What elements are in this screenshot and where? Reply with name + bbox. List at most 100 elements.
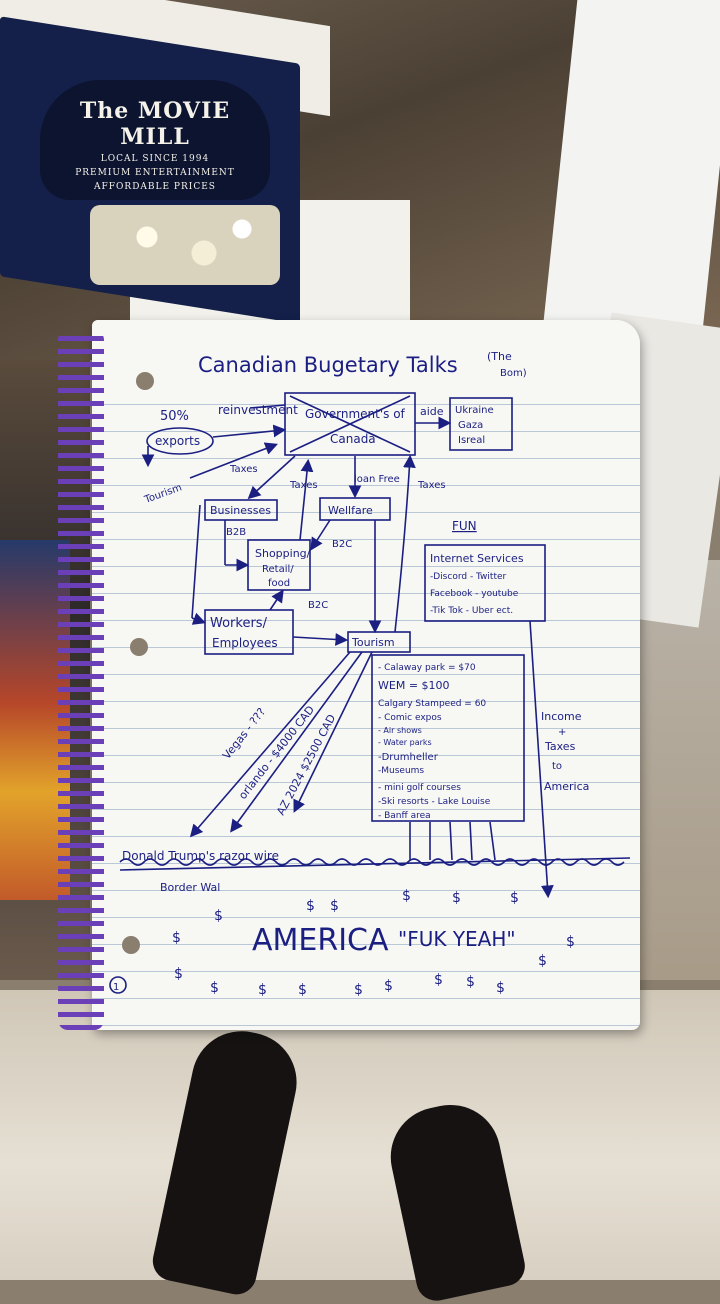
attraction-4: - Comic expos: [378, 713, 442, 723]
attraction-2: WEM = $100: [378, 679, 450, 692]
dollar-sign: $: [306, 898, 315, 914]
internet-line-2: -Discord - Twitter: [430, 572, 507, 582]
dollar-sign: $: [384, 978, 393, 994]
taxes-label-2: Taxes: [289, 480, 318, 491]
title-note-2: Bom): [500, 368, 527, 379]
cross-out-line: [289, 395, 411, 453]
border-line: [119, 857, 631, 871]
dollar-sign: $: [174, 966, 183, 982]
government-box: [284, 392, 416, 456]
page-number-circle: [109, 976, 127, 994]
attraction-9: - mini golf courses: [378, 783, 461, 793]
attraction-8: -Museums: [378, 766, 424, 776]
exports-label: exports: [155, 434, 200, 448]
income-label-3: Taxes: [544, 740, 576, 753]
floor: [0, 990, 720, 1280]
dollar-sign: $: [510, 890, 519, 906]
dollar-sign: $: [210, 980, 219, 996]
business-worker-arrow: [191, 612, 207, 625]
workers-label: Workers/: [210, 616, 268, 631]
punch-hole: [136, 372, 154, 390]
reinvestment-line: [249, 404, 286, 409]
government-label: Government's of: [305, 407, 406, 421]
notebook-header-margin: [92, 320, 640, 380]
money-line: [489, 821, 496, 861]
dollar-sign: $: [402, 888, 411, 904]
businesses-label: Businesses: [210, 504, 271, 517]
border-wall-label: Border Wal: [160, 881, 220, 894]
dollar-sign: $: [354, 982, 363, 998]
exports-circle: [146, 427, 214, 455]
exports-arrow: [212, 424, 287, 438]
workers-box: [204, 609, 294, 655]
welfare-to-shop-arrow: [310, 519, 331, 551]
income-label-4: to: [552, 761, 562, 772]
vegas-arrow: [189, 651, 351, 838]
dollar-sign: $: [214, 908, 223, 924]
dollar-sign: $: [496, 980, 505, 996]
gov-to-business-arrow: [247, 455, 296, 500]
punch-hole: [122, 936, 140, 954]
attractions-box: [371, 654, 525, 822]
business-worker-line: [191, 504, 201, 619]
taxes-label-3: Taxes: [417, 480, 446, 491]
gaza-label: Gaza: [458, 420, 483, 431]
taxes-label-1: Taxes: [229, 464, 258, 475]
b2c-label-2: B2C: [308, 600, 328, 611]
b2b-label: B2B: [226, 527, 246, 538]
attraction-7: -Drumheller: [378, 752, 439, 763]
income-label-1: Income: [541, 710, 582, 723]
canada-label: Canada: [330, 432, 376, 446]
orlando-arrow: [230, 651, 363, 833]
shopping-label: Shopping/: [255, 547, 311, 560]
tourism-in-arrow: [189, 442, 278, 479]
income-label-2: +: [558, 727, 566, 738]
retail-label: Retail/: [262, 564, 294, 575]
attraction-5: - Air shows: [378, 726, 422, 735]
page-number: 1: [113, 982, 119, 993]
dollar-sign: $: [298, 982, 307, 998]
dollar-sign: $: [452, 890, 461, 906]
money-line: [449, 821, 453, 861]
tourism-taxes-arrow: [394, 454, 416, 633]
diagram-title: Canadian Bugetary Talks: [198, 353, 458, 377]
tourism-label: Tourism: [351, 636, 395, 649]
b2c-label-1: B2C: [332, 539, 352, 550]
b2c-arrow: [269, 589, 284, 611]
punch-hole: [130, 638, 148, 656]
workers-to-tourism-arrow: [292, 633, 349, 646]
az-arrow: [293, 651, 373, 813]
tourism-in-label: Tourism: [142, 482, 183, 506]
attraction-1: - Calaway park = $70: [378, 663, 476, 673]
income-arrow: [529, 620, 554, 899]
internet-line-1: Internet Services: [430, 552, 524, 565]
ukraine-label: Ukraine: [455, 405, 494, 416]
internet-services-box: [424, 544, 546, 622]
title-note-1: (The: [487, 350, 512, 363]
attraction-10: -Ski resorts - Lake Louise: [378, 797, 491, 807]
income-label-5: America: [544, 780, 589, 793]
shop-taxes-arrow: [299, 458, 314, 541]
dollar-sign: $: [566, 934, 575, 950]
attraction-3: Calgary Stampeed = 60: [378, 699, 486, 709]
reinvestment-label: reinvestment: [218, 403, 298, 417]
dollar-sign: $: [258, 982, 267, 998]
razor-wire: [119, 858, 625, 866]
internet-line-3: Facebook - youtube: [430, 589, 519, 599]
money-line: [469, 821, 473, 861]
dollar-sign: $: [434, 972, 443, 988]
dollar-sign: $: [330, 898, 339, 914]
dollar-sign: $: [538, 953, 547, 969]
spiral-binding: [58, 330, 104, 1030]
vegas-label: Vegas - ???: [220, 705, 268, 761]
food-label: food: [268, 578, 290, 589]
popcorn-image: [90, 205, 280, 285]
welfare-label: Wellfare: [328, 504, 373, 517]
notebook-page: [92, 320, 640, 1030]
dollar-sign: $: [466, 974, 475, 990]
fun-heading: FUN: [452, 519, 477, 533]
aide-label: aide: [420, 405, 444, 418]
israel-label: Isreal: [458, 435, 485, 446]
slogan-label: "FUK YEAH": [398, 927, 516, 951]
